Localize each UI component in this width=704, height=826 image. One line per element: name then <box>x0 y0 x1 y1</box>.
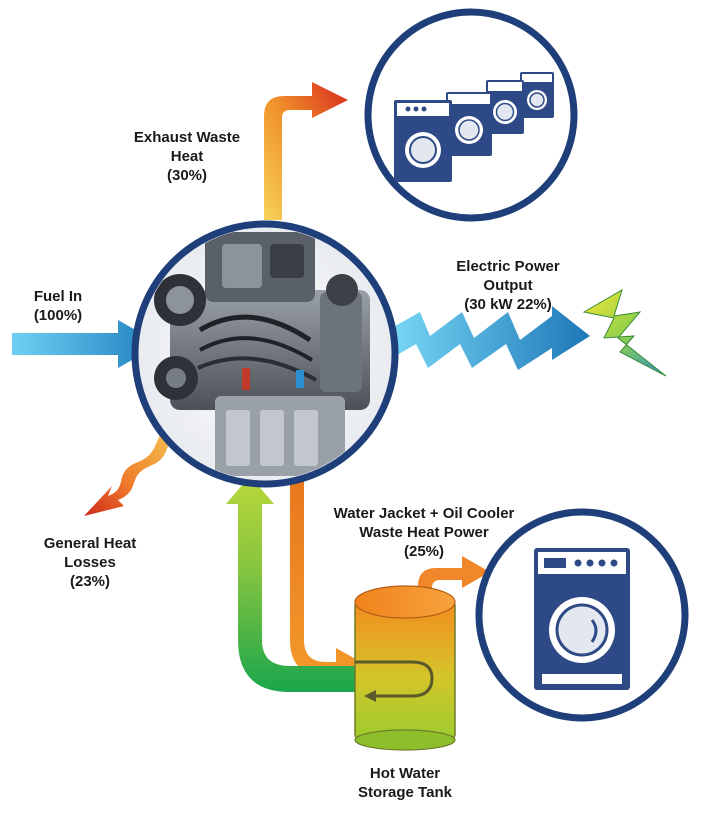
tank-label: Hot Water Storage Tank <box>358 765 452 801</box>
electric-power-arrow <box>388 306 590 370</box>
washing-machine-large-icon <box>475 508 689 722</box>
fuel-in-label: Fuel In (100%) <box>33 288 83 324</box>
waste-heat-arrow <box>418 556 490 600</box>
exhaust-label: Exhaust Waste Heat (30%) <box>133 129 241 184</box>
washing-machine-icon <box>364 8 578 222</box>
general-heat-loss-arrow <box>84 422 186 516</box>
water-tank-icon <box>354 585 456 751</box>
cold-water-return-arrow <box>226 476 356 692</box>
water-jacket-label: Water Jacket + Oil Cooler Waste Heat Pow… <box>333 505 515 560</box>
washer-4 <box>520 72 554 118</box>
washer-3 <box>486 80 524 134</box>
general-heat-label: General Heat Losses (23%) <box>43 535 137 590</box>
lightning-bolt-icon <box>582 288 667 377</box>
electric-power-label: Electric Power Output (30 kW 22%) <box>456 258 560 313</box>
engine-icon <box>131 220 399 488</box>
washer-2 <box>446 92 492 156</box>
exhaust-arrow <box>264 82 348 220</box>
fuel-in-arrow <box>12 320 160 368</box>
washer-1 <box>394 100 452 182</box>
